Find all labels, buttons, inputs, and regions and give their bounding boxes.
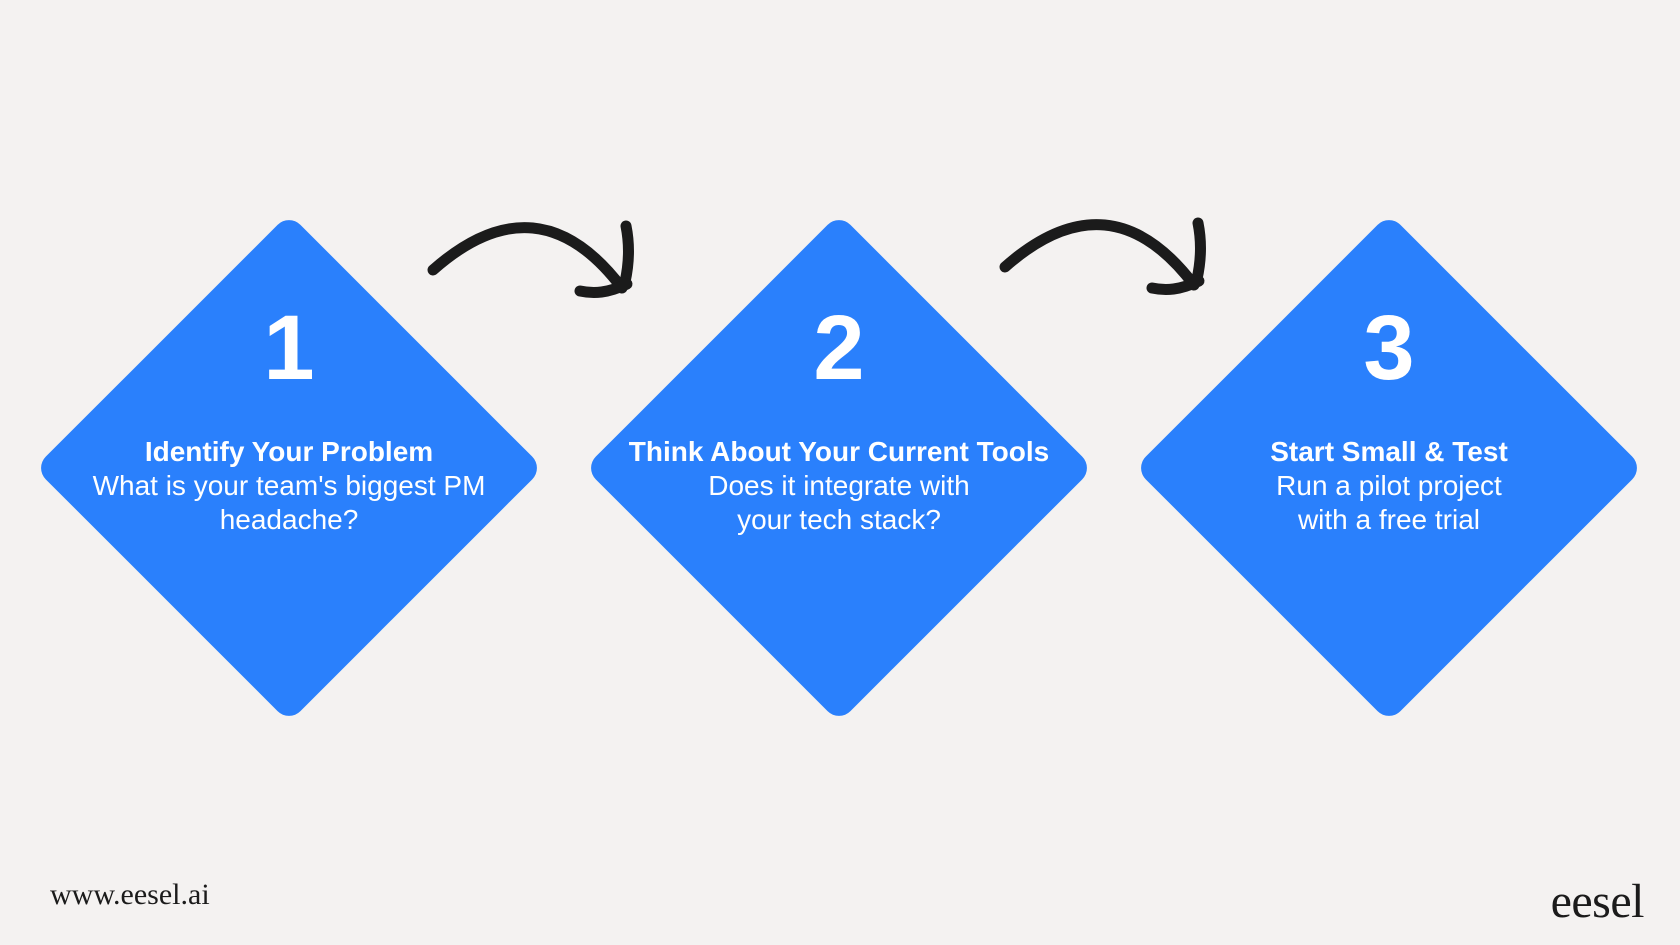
step-title: Identify Your Problem: [144, 436, 434, 467]
step-3-text-block: 3 Start Small & Test Run a pilot project…: [1129, 302, 1649, 537]
step-1-text-block: 1 Identify Your Problem What is your tea…: [29, 302, 549, 537]
curved-arrow-icon: [999, 215, 1212, 297]
eesel-logo: eesel: [1550, 875, 1645, 928]
step-description: Does it integrate with your tech stack?: [708, 470, 970, 536]
curved-arrow-icon: [427, 218, 640, 300]
step-number: 2: [813, 297, 865, 399]
step-description: Run a pilot project with a free trial: [1276, 470, 1502, 536]
step-title: Think About Your Current Tools: [628, 436, 1050, 467]
step-number: 3: [1363, 297, 1415, 399]
step-title: Start Small & Test: [1270, 436, 1508, 467]
website-url: www.eesel.ai: [50, 878, 210, 911]
step-description: What is your team's biggest PM headache?: [92, 470, 486, 536]
step-number: 1: [263, 297, 315, 399]
step-2-text-block: 2 Think About Your Current Tools Does it…: [579, 302, 1099, 537]
